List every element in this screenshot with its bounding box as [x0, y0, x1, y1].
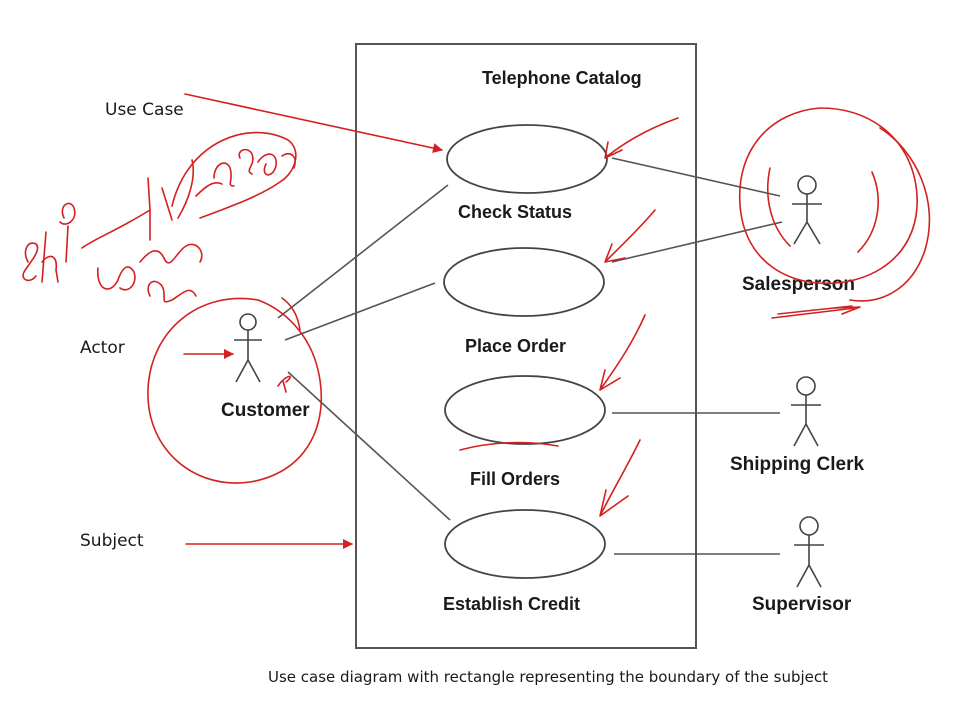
- handwriting-shipping: [97, 266, 136, 291]
- ink-stroke-fill-orders: [459, 441, 559, 451]
- use-case-fill-orders: [444, 375, 606, 445]
- circle-salesperson-inner-left: [767, 167, 791, 247]
- association-salesperson-check-status: [611, 157, 781, 197]
- use-case-establish-credit-label: Establish Credit: [443, 594, 580, 614]
- actor-salesperson-label: Salesperson: [742, 274, 855, 295]
- actor-supervisor-label: Supervisor: [752, 594, 852, 615]
- use-case-place-order-label: Place Order: [465, 336, 566, 356]
- ink-circles: [147, 107, 931, 484]
- annotation-actor: Actor: [80, 338, 125, 358]
- check-mark-establish-credit: [599, 439, 641, 517]
- diagram-caption: Use case diagram with rectangle represen…: [268, 668, 828, 686]
- association-customer-place-order: [284, 282, 436, 341]
- use-case-fill-orders-label: Fill Orders: [470, 469, 560, 489]
- handwriting-clerk: [147, 280, 197, 303]
- annotation-subject: Subject: [80, 531, 144, 551]
- use-case-pointer-arrow: [184, 93, 443, 153]
- association-customer-establish-credit: [287, 371, 451, 521]
- check-mark-check-status: [604, 117, 679, 159]
- associations: [277, 157, 783, 555]
- salesperson-arrow-head: [834, 306, 861, 315]
- handwriting-h: [41, 231, 59, 283]
- annotation-use-case: Use Case: [105, 100, 184, 120]
- subject-boundary: [355, 43, 697, 649]
- actor-salesperson-figure: [792, 175, 822, 245]
- use-case-establish-credit: [444, 509, 606, 579]
- use-case-place-order: [443, 247, 605, 317]
- handwriting-fill-orders: [177, 148, 254, 219]
- circle-salesperson-inner-right: [857, 171, 879, 253]
- use-case-check-status-label: Check Status: [458, 202, 572, 222]
- association-customer-check-status: [277, 184, 449, 319]
- use-case-check-status: [446, 124, 608, 194]
- circle-around-salesperson-outer: [738, 107, 918, 285]
- check-mark-place-order: [604, 209, 656, 263]
- association-salesperson-place-order: [611, 221, 783, 263]
- circle-around-customer: [147, 297, 323, 484]
- actor-customer-figure: [234, 313, 262, 383]
- ink-scribble-customer: [277, 375, 291, 393]
- handwriting-s: [22, 242, 39, 282]
- subject-title: Telephone Catalog: [482, 68, 642, 88]
- handwriting-line: [81, 177, 173, 249]
- circle-customer-tail: [281, 297, 301, 331]
- circle-around-salesperson-loop: [849, 127, 931, 302]
- handwriting-loop-around-fill-orders: [171, 131, 297, 219]
- pointer-arrows: [183, 93, 861, 549]
- check-mark-fill-orders: [599, 314, 646, 391]
- handwriting-stick: [59, 202, 76, 263]
- actor-supervisor-figure: [794, 516, 824, 588]
- actor-customer-label: Customer: [221, 400, 310, 421]
- actor-shipping-clerk-figure: [791, 376, 821, 447]
- actor-shipping-clerk-label: Shipping Clerk: [730, 454, 865, 475]
- ink-handwriting: [22, 131, 297, 303]
- ink-check-marks: [459, 117, 679, 517]
- handwriting-shipping-2: [139, 243, 203, 264]
- handwriting-fill-orders-end: [257, 152, 296, 176]
